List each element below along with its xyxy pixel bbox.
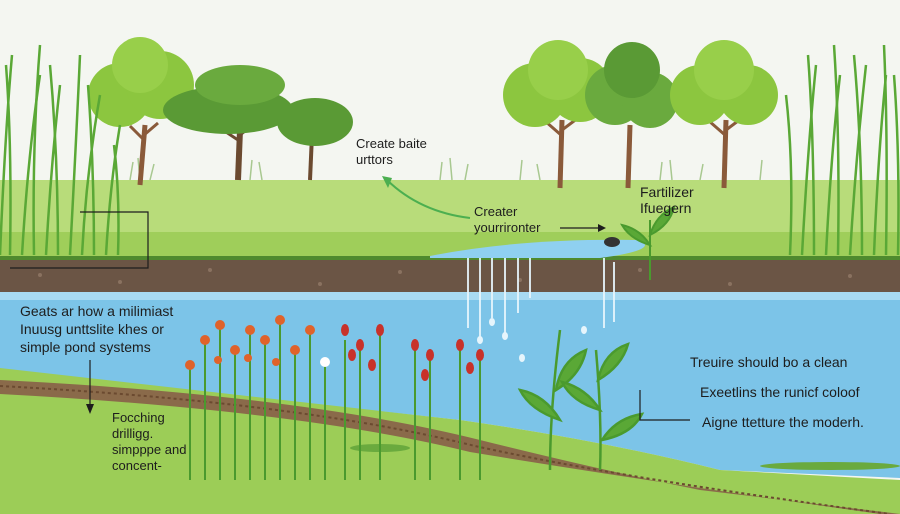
arrowhead-right	[598, 224, 606, 232]
marsh-patch	[760, 462, 900, 470]
tree-right-2	[585, 42, 678, 189]
soil-layer	[0, 258, 900, 294]
connector-lines	[10, 211, 690, 421]
arrowhead-down	[86, 404, 94, 414]
label-creater: Creater yourrironter	[474, 204, 541, 235]
water-drips	[467, 258, 615, 338]
label-right-3: Aigne ttetture the moderh.	[702, 414, 864, 430]
tree-right-3	[670, 40, 778, 189]
flower-head-white	[320, 357, 330, 367]
label-right-1: Treuire should bo a clean	[690, 354, 848, 370]
flower-heads-orange	[185, 315, 315, 370]
water-droplets	[477, 318, 619, 362]
dirt-path	[0, 380, 900, 514]
tree-small	[277, 98, 353, 181]
soil-specks	[38, 268, 852, 286]
inlet-pipe	[604, 237, 620, 247]
flower-heads-red	[341, 324, 484, 381]
label-create-baite: Create baite urttors	[356, 136, 427, 167]
water-surface	[0, 292, 900, 300]
label-left-main: Geats ar how a milimiast Inuusg unttslit…	[20, 303, 174, 355]
label-left-bottom: Focching drilligg. simpppe and concent-	[112, 410, 187, 473]
sprout-plant	[620, 205, 676, 280]
dirt-path-texture	[0, 385, 891, 514]
reeds-left	[0, 44, 122, 256]
pond-water	[0, 292, 900, 478]
flower-stems	[189, 320, 481, 480]
green-arrow	[386, 179, 471, 219]
label-fertilizer: Fartilizer Ifuegern	[640, 184, 694, 216]
inlet-pool	[430, 239, 645, 258]
pond-plants	[517, 329, 645, 471]
reeds-right	[784, 44, 900, 256]
label-right-2: Exeetlins the runicf coloof	[700, 384, 860, 400]
tree-acacia	[163, 65, 293, 181]
green-arrowhead	[382, 176, 392, 188]
